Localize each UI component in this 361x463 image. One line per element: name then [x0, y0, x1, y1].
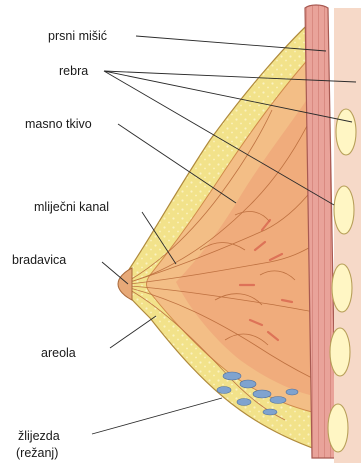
label-nipple: bradavica [12, 253, 66, 267]
label-ribs: rebra [59, 64, 88, 78]
label-areola: areola [41, 346, 76, 360]
label-pectoral-muscle: prsni mišić [48, 29, 107, 43]
nipple-shape [118, 268, 132, 300]
label-milk-duct: mliječni kanal [34, 200, 109, 214]
label-fatty-tissue: masno tkivo [25, 117, 92, 131]
label-gland-lobe: (režanj) [16, 446, 58, 460]
label-gland: žlijezda [18, 429, 60, 443]
chest-wall [334, 8, 361, 463]
